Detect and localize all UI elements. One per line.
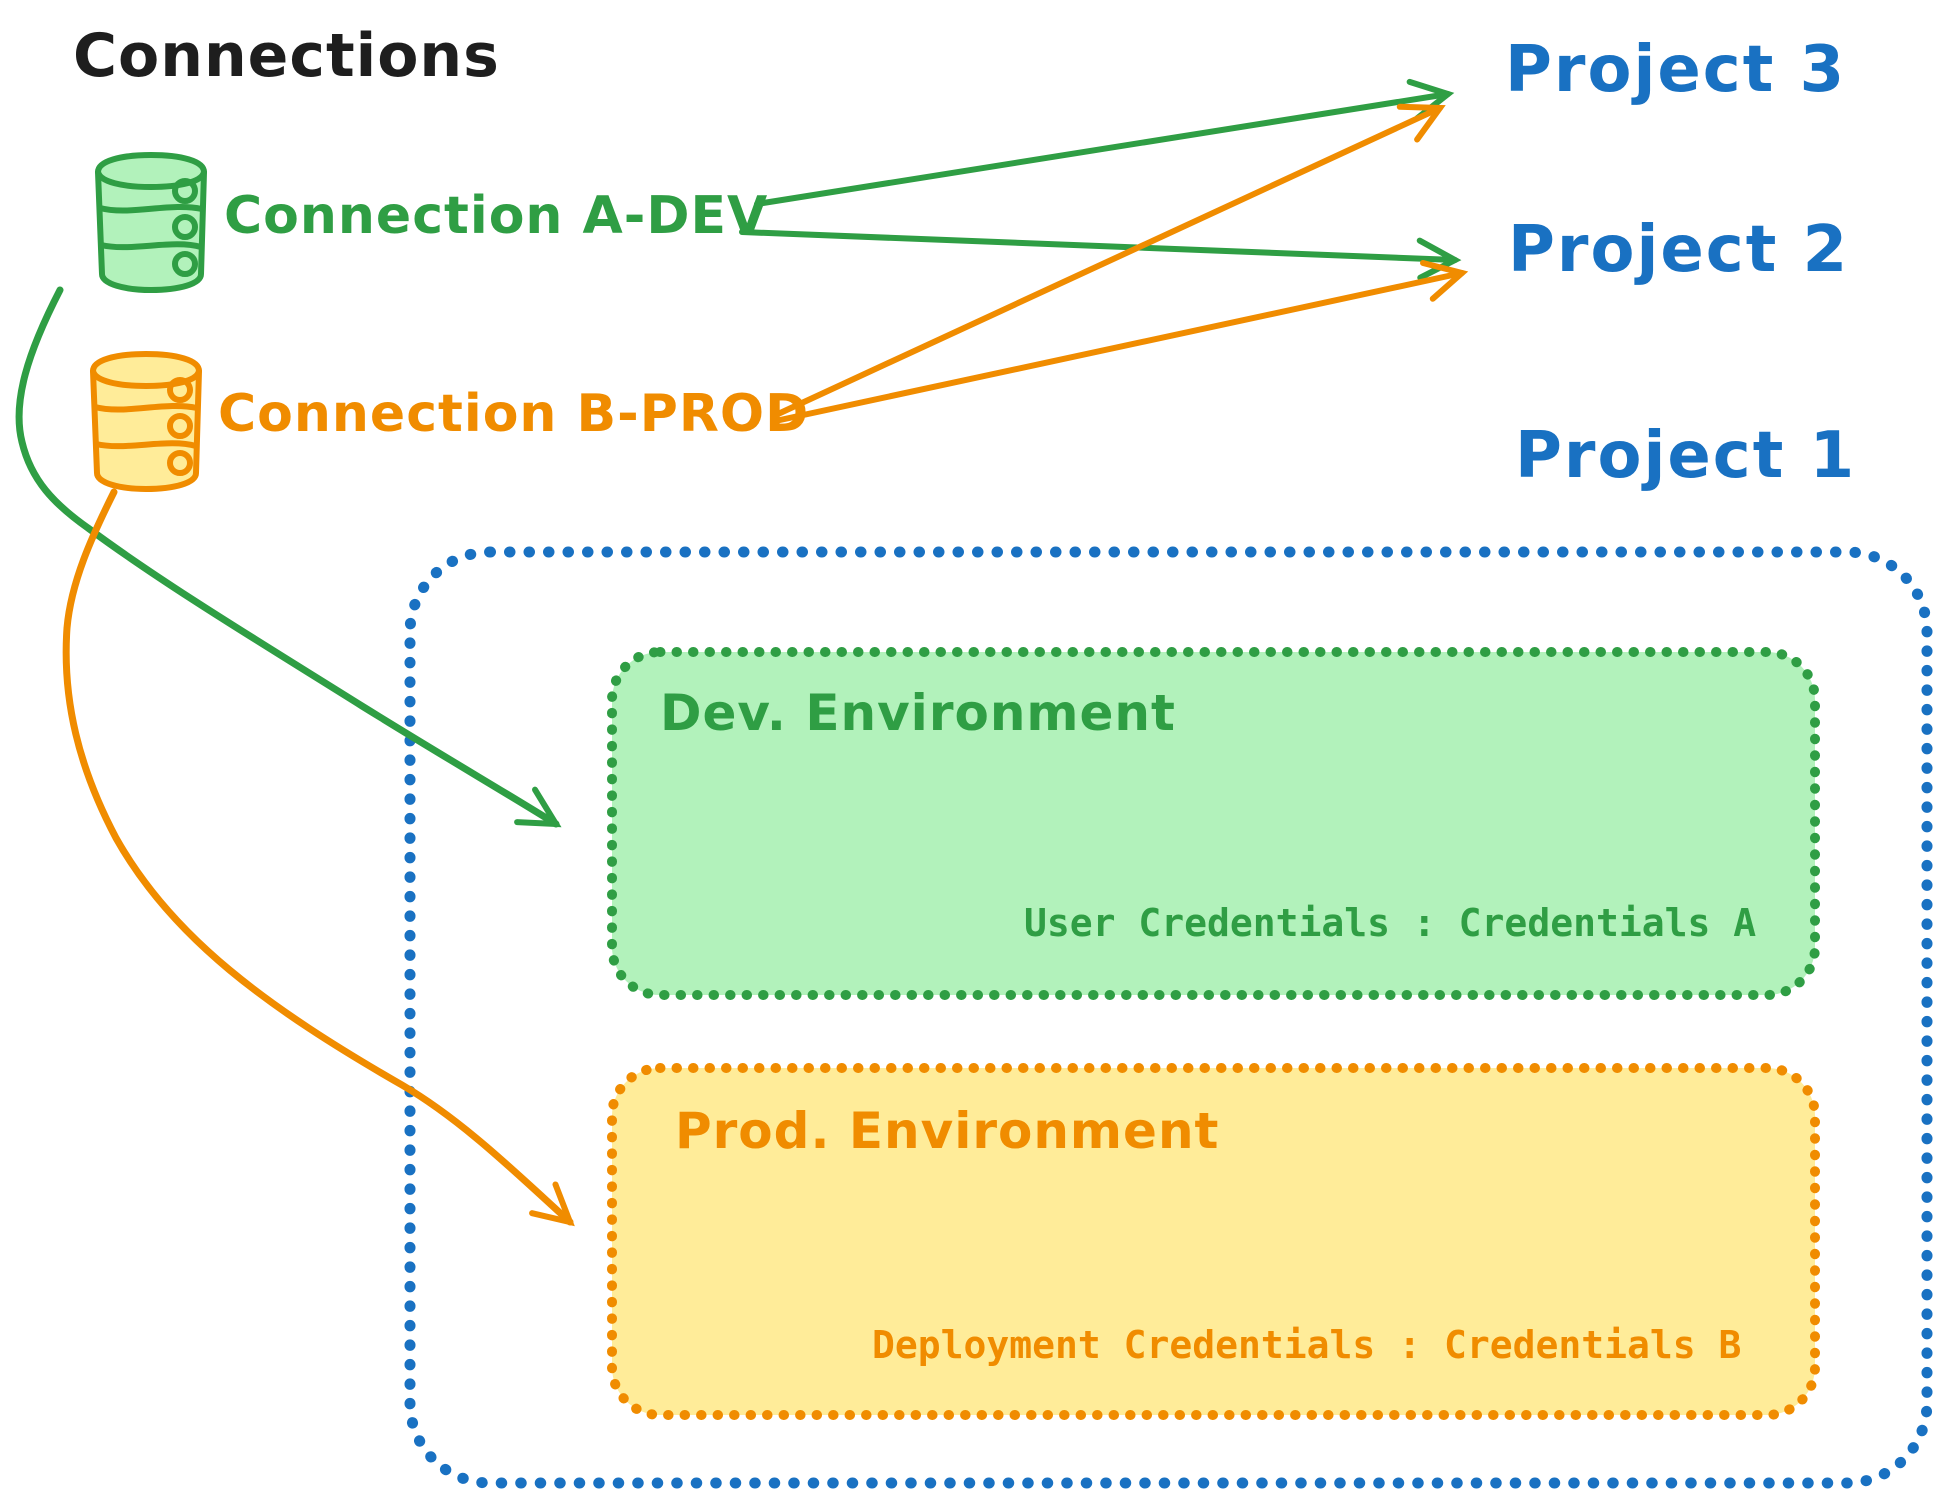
arrow-a-dev-to-dev-environment — [15, 286, 562, 828]
prod-environment-credentials: Deployment Credentials : Credentials B — [872, 1323, 1742, 1367]
project-3-label: Project 3 — [1505, 33, 1847, 107]
project-1-boundary — [404, 546, 1933, 1489]
arrow-b-prod-to-project-3 — [775, 103, 1446, 417]
arrow-a-dev-to-project-3 — [754, 78, 1455, 207]
prod-environment-title: Prod. Environment — [675, 1102, 1220, 1160]
connection-b-prod-label: Connection B-PROD — [218, 384, 810, 444]
database-icon-b-prod — [93, 354, 199, 489]
arrow-a-dev-to-project-2 — [739, 229, 1462, 281]
arrow-b-prod-to-prod-environment — [62, 488, 575, 1227]
project-2-label: Project 2 — [1508, 213, 1850, 287]
database-icon-a-dev — [98, 155, 204, 290]
connection-a-dev-label: Connection A-DEV — [224, 186, 769, 246]
prod-environment-box — [607, 1063, 1820, 1420]
project-1-label: Project 1 — [1515, 419, 1857, 493]
dev-environment-credentials: User Credentials : Credentials A — [1024, 901, 1757, 945]
dev-environment-box — [607, 647, 1820, 1000]
arrow-b-prod-to-project-2 — [777, 259, 1469, 423]
diagram-title: Connections — [73, 21, 500, 91]
dev-environment-title: Dev. Environment — [660, 684, 1176, 742]
